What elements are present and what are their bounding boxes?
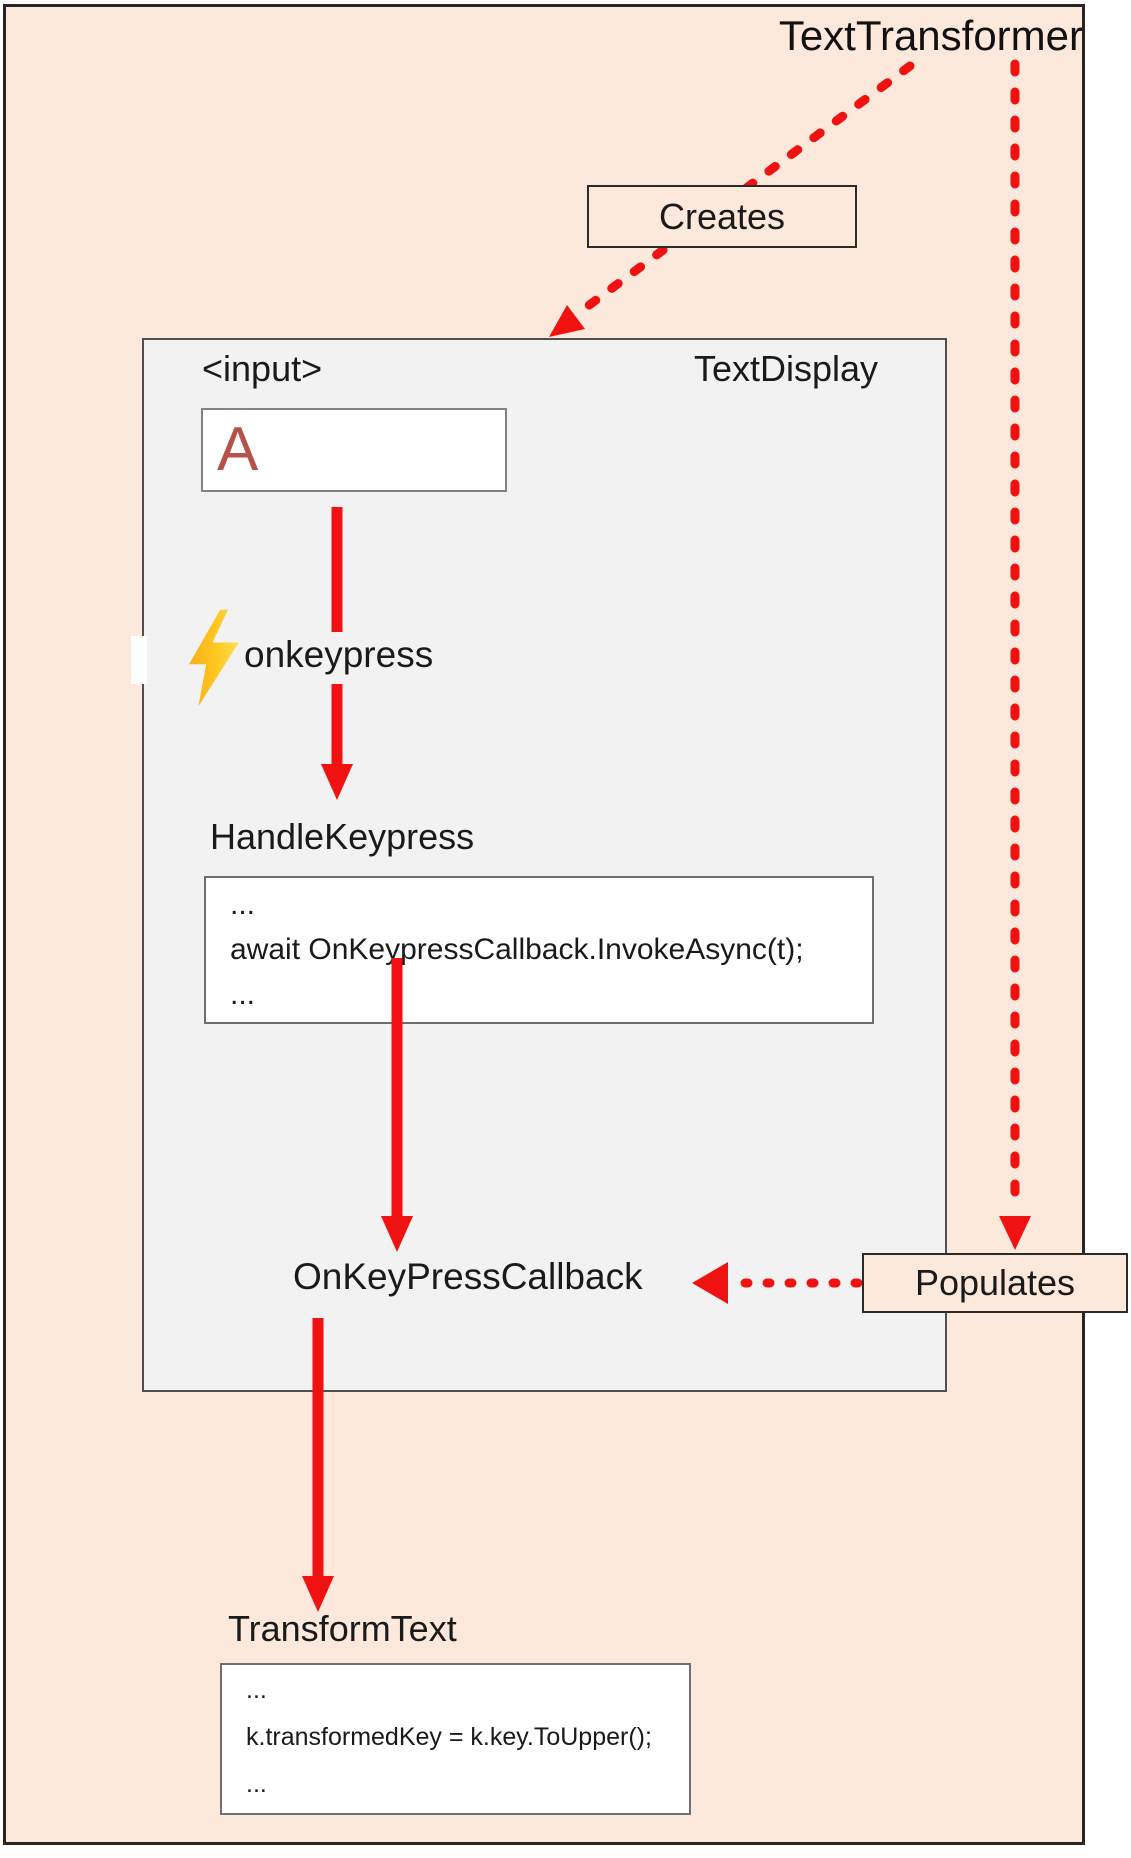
creates-tag-label: Creates — [658, 195, 786, 237]
transform-text-code-box: ... k.transformedKey = k.key.ToUpper(); … — [220, 1663, 691, 1815]
handle-keypress-code-box: ... await OnKeypressCallback.InvokeAsync… — [204, 876, 874, 1024]
code-line: ... — [246, 1676, 267, 1704]
text-transformer-title: TextTransformer — [778, 12, 1083, 59]
text-display-label: TextDisplay — [694, 348, 879, 389]
input-value: A — [217, 415, 259, 484]
populates-tag-label: Populates — [914, 1262, 1076, 1303]
code-line: ... — [230, 888, 256, 921]
transform-text-label: TransformText — [228, 1608, 457, 1649]
text-display-panel: <input> TextDisplay A HandleKeypress ...… — [142, 338, 947, 1392]
lightning-bolt-icon — [189, 609, 239, 707]
populates-tag-box: Populates — [862, 1253, 1128, 1313]
handle-keypress-label: HandleKeypress — [210, 816, 475, 857]
onkeypress-event-label: onkeypress — [240, 632, 446, 684]
input-box: A — [201, 408, 507, 492]
code-line: ... — [230, 978, 256, 1011]
on-keypress-callback-label: OnKeyPressCallback — [293, 1256, 643, 1297]
code-line: await OnKeypressCallback.InvokeAsync(t); — [230, 933, 804, 966]
creates-tag-box: Creates — [587, 185, 857, 248]
code-line: ... — [246, 1770, 267, 1798]
panel-border-notch — [131, 636, 147, 684]
code-line: k.transformedKey = k.key.ToUpper(); — [246, 1723, 652, 1751]
input-tag-label: <input> — [202, 348, 323, 389]
